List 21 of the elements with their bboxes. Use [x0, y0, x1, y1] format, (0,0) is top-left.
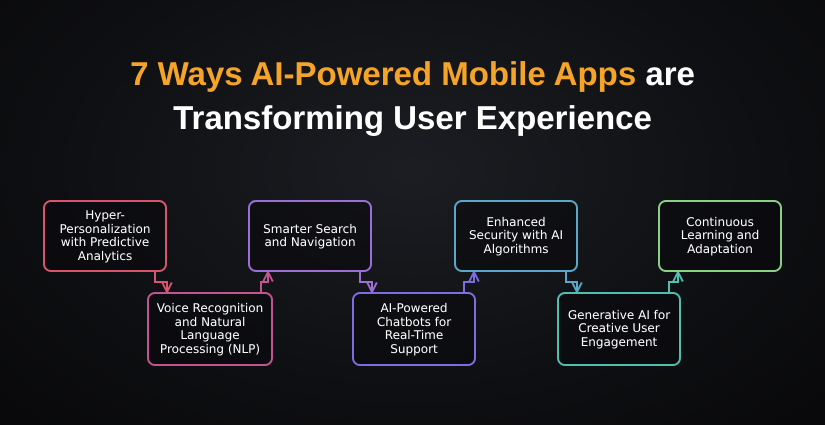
step-box [658, 200, 782, 272]
title: 7 Ways AI-Powered Mobile Apps are Transforming User Experience [129, 54, 696, 138]
step-text: Voice Recognition and Natural Language Processing (NLP) [156, 302, 264, 356]
arrow [668, 271, 684, 292]
arrow [359, 272, 378, 293]
step-box [147, 292, 273, 366]
step-text: Hyper-Personalization with Predictive Analytics [58, 209, 152, 263]
step-text: Generative AI for Creative User Engagement [566, 308, 672, 350]
step-text: AI-Powered Chatbots for Real-Time Support [376, 302, 452, 356]
step-box [454, 200, 578, 272]
step-text: Smarter Search and Navigation [262, 222, 358, 250]
step-text: Enhanced Security with AI Algorithms [468, 216, 564, 256]
arrow [463, 271, 480, 292]
step-box [352, 292, 476, 366]
arrow [260, 271, 274, 292]
step-box [43, 200, 167, 272]
step-box [557, 292, 681, 366]
step-box [248, 200, 372, 272]
step-text: Continuous Learning and Adaptation [680, 216, 760, 256]
arrow [565, 272, 583, 293]
arrow [154, 272, 173, 293]
